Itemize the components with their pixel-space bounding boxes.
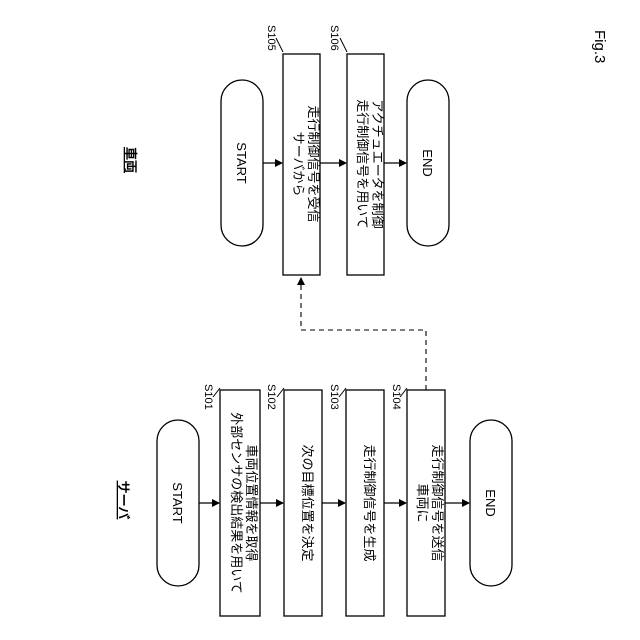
- step-box-s102: 次の目標位置を決定: [284, 390, 322, 616]
- step-text-s102-line1: 次の目標位置を決定: [299, 444, 315, 561]
- step-label-s106: S106: [328, 25, 340, 51]
- server-end-text: END: [483, 489, 498, 516]
- step-box-s106: 走行制御信号を用いて アクチュエータを制御: [347, 54, 384, 275]
- step-text-s103-line1: 走行制御信号を生成: [361, 444, 376, 561]
- step-text-s101-line2: 車両位置情報を取得: [243, 444, 259, 561]
- section-label-vehicle: 車両: [122, 147, 138, 173]
- vehicle-start-terminal: START: [221, 80, 263, 246]
- step-text-s106-line1: 走行制御信号を用いて: [354, 99, 369, 229]
- step-text-s104-line1: 車両に: [414, 483, 429, 522]
- vehicle-end-text: END: [420, 149, 435, 176]
- section-label-server: サーバ: [115, 481, 130, 520]
- step-text-s101-line1: 外部センサの検出結果を用いて: [228, 412, 243, 594]
- server-end-terminal: END: [470, 420, 512, 586]
- dashed-arrow-s104-to-s105: [301, 278, 426, 390]
- step-label-s102: S102: [265, 384, 277, 410]
- step-box-s105: サーバから 走行制御信号を受信: [283, 54, 320, 275]
- step-text-s104-line2: 走行制御信号を送信: [429, 444, 444, 561]
- step-label-s105: S105: [265, 25, 277, 51]
- step-text-s106-line2: アクチュエータを制御: [369, 99, 384, 228]
- figure-label: Fig.3: [591, 30, 608, 63]
- server-flow: START 外部センサの検出結果を用いて 車両位置情報を取得 S101 次の目標…: [157, 384, 512, 616]
- server-start-terminal: START: [157, 420, 199, 586]
- step-box-s101: 外部センサの検出結果を用いて 車両位置情報を取得: [220, 390, 260, 616]
- vehicle-flow: START サーバから 走行制御信号を受信 S105 走行制御信号を用いて アク…: [221, 25, 449, 275]
- step-box-s103: 走行制御信号を生成: [346, 390, 384, 616]
- step-label-s103: S103: [328, 384, 340, 410]
- vehicle-start-text: START: [234, 142, 249, 183]
- vehicle-end-terminal: END: [407, 80, 449, 246]
- step-text-s105-line1: サーバから: [290, 132, 305, 197]
- server-start-text: START: [170, 482, 185, 523]
- step-text-s105-line2: 走行制御信号を受信: [305, 105, 320, 222]
- step-label-s101: S101: [202, 384, 214, 410]
- step-box-s104: 車両に 走行制御信号を送信: [407, 390, 445, 616]
